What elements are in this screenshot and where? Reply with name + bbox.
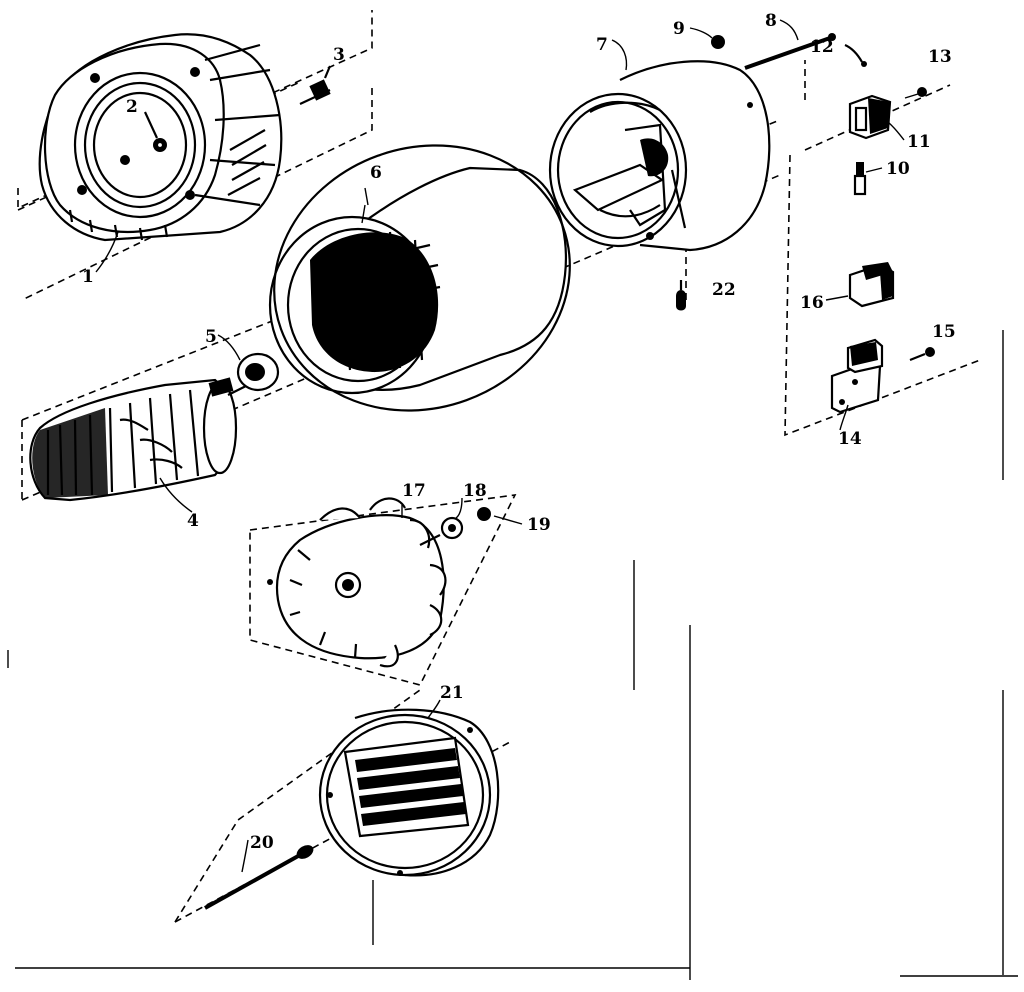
armature: [29, 377, 251, 513]
bearing-part-5: [217, 334, 280, 392]
end-cover-vents: [355, 748, 466, 826]
part-label-18: 18: [463, 481, 487, 501]
page-rule-lines: [7, 330, 1018, 980]
part-label-9: 9: [673, 19, 685, 39]
part-label-6: 6: [370, 163, 382, 183]
part-label-15: 15: [932, 322, 956, 342]
washer-part-18: [440, 497, 464, 540]
through-bolt-part-20: [204, 839, 314, 910]
part-label-10: 10: [886, 159, 910, 179]
part-label-17: 17: [402, 481, 426, 501]
part-label-3: 3: [333, 45, 345, 65]
capacitor-part-16: [825, 262, 895, 308]
part-label-2: 2: [126, 97, 138, 117]
part-label-12: 12: [810, 37, 834, 57]
screw-part-22: [676, 280, 686, 311]
front-housing: [38, 33, 283, 273]
part-label-20: 20: [250, 833, 274, 853]
screw-part-12: [844, 43, 867, 67]
part-label-11: 11: [907, 132, 931, 152]
rear-bracket: [548, 39, 771, 252]
part-label-5: 5: [205, 327, 217, 347]
part-label-4: 4: [187, 511, 199, 531]
end-cover: [318, 699, 500, 877]
fan: [267, 497, 447, 668]
part-label-8: 8: [765, 11, 777, 31]
brush-holder: [848, 94, 905, 141]
part-label-16: 16: [800, 293, 824, 313]
brush-part-10: [853, 162, 883, 196]
nut-part-19: [477, 507, 523, 525]
part-label-14: 14: [838, 429, 862, 449]
bolt-part-3: [299, 65, 332, 105]
part-label-22: 22: [712, 280, 736, 300]
through-bolt-part-8: [744, 19, 836, 70]
part-label-1: 1: [82, 267, 94, 287]
screw-part-2: [144, 111, 167, 152]
field-frame: [268, 144, 571, 412]
screw-part-15: [909, 347, 935, 362]
part-label-7: 7: [596, 35, 608, 55]
nut-part-9: [689, 27, 725, 49]
washer-part-13: [904, 87, 927, 99]
part-label-21: 21: [440, 683, 464, 703]
part-label-13: 13: [928, 47, 952, 67]
part-labels: 1 2 3 4 5 6 7 8 9 10 11 12 13 14 15 16 1…: [82, 11, 956, 853]
part-label-19: 19: [527, 515, 551, 535]
switch-part-14: [830, 338, 884, 431]
